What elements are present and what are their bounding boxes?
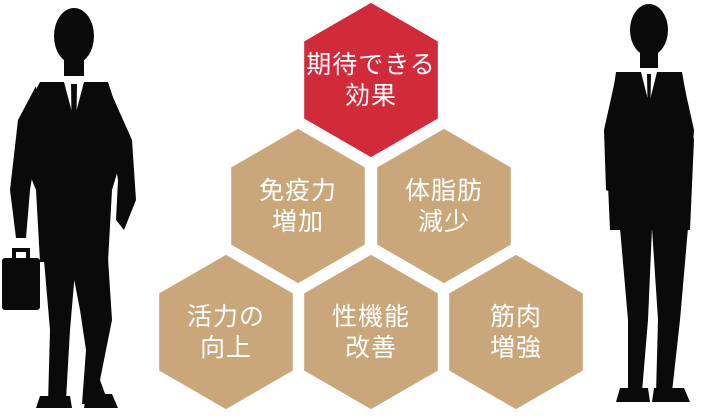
- hex-label-top: 期待できる 効果: [301, 49, 441, 111]
- hex-bottom-left-line2: 向上: [199, 333, 252, 362]
- hex-middle-left-line1: 免疫力: [258, 176, 337, 205]
- hexagon-group: [154, 0, 588, 415]
- hex-bottom-center-line1: 性機能: [331, 302, 410, 331]
- hex-top-line2: 効果: [344, 81, 397, 110]
- shirt-collar-right: [641, 72, 657, 134]
- businessman-left-icon: [2, 8, 136, 408]
- hex-label-bottom-right: 筋肉 増強: [446, 301, 586, 363]
- hex-label-middle-right: 体脂肪 減少: [374, 175, 514, 237]
- hex-bottom-right-line1: 筋肉: [489, 302, 542, 331]
- hex-bottom-right-line2: 増強: [489, 333, 542, 362]
- hexagon-middle-left: [226, 123, 370, 289]
- hex-label-bottom-center: 性機能 改善: [301, 301, 441, 363]
- shirt-collar-left: [64, 82, 84, 156]
- hexagon-middle-right: [372, 123, 516, 289]
- businessman-right-icon: [604, 4, 694, 402]
- hexagon-top: [299, 0, 443, 163]
- hex-middle-right-line1: 体脂肪: [404, 176, 483, 205]
- hex-middle-right-line2: 減少: [417, 207, 470, 236]
- hex-bottom-center-line2: 改善: [344, 333, 397, 362]
- hex-top-line1: 期待できる: [306, 50, 436, 79]
- hex-label-middle-left: 免疫力 増加: [228, 175, 368, 237]
- hex-label-bottom-left: 活力の 向上: [156, 301, 296, 363]
- hex-middle-left-line2: 増加: [271, 207, 324, 236]
- hex-bottom-left-line1: 活力の: [186, 302, 265, 331]
